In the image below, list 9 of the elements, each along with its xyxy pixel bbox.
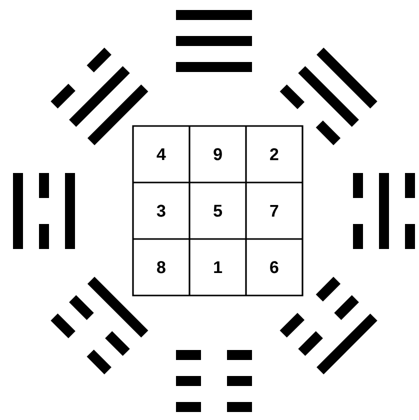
cell-number: 2	[270, 148, 278, 160]
cell-number: 8	[157, 261, 166, 274]
cell-number: 6	[270, 261, 278, 274]
cell-number: 3	[156, 204, 166, 217]
cell-number: 5	[214, 204, 222, 217]
cell-number: 4	[156, 148, 166, 160]
cell-number: 1	[214, 261, 222, 274]
cell-number: 9	[214, 148, 222, 160]
cell-number: 7	[270, 204, 278, 217]
